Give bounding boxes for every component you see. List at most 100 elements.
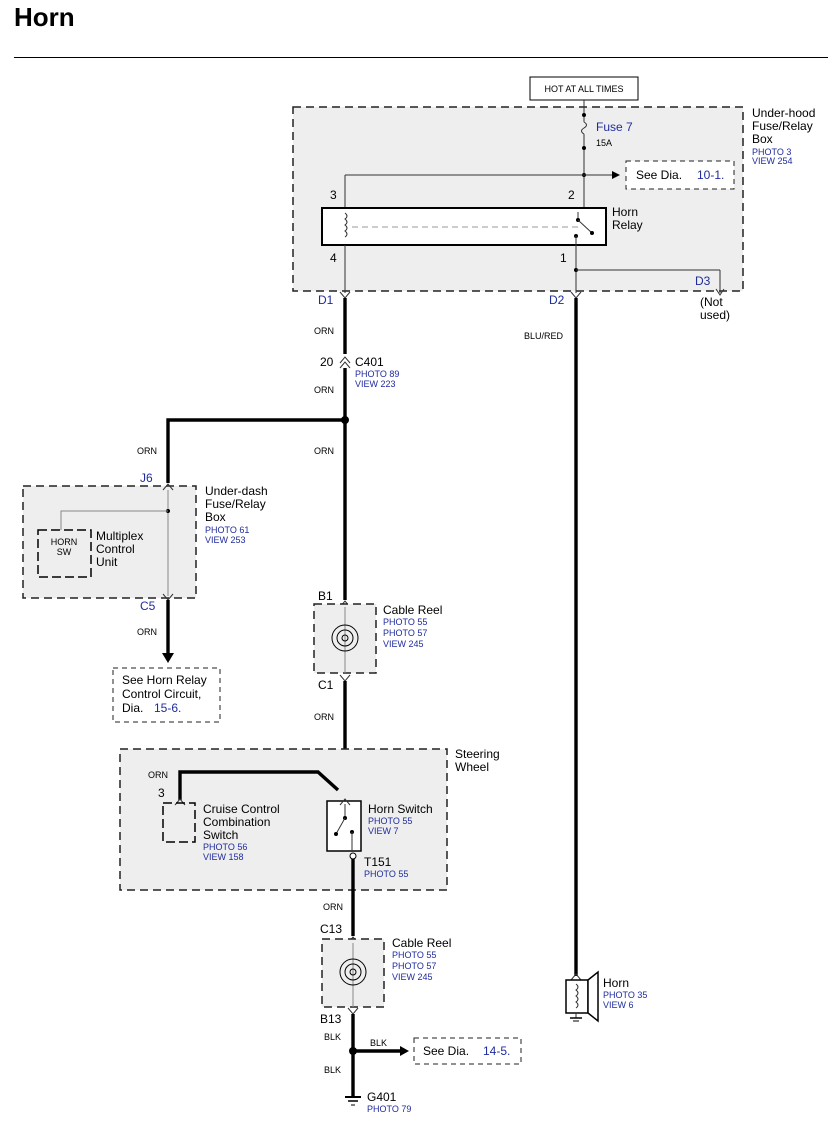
horn-switch-contact-icon <box>335 817 346 835</box>
wire-color-orn-1: ORN <box>314 326 334 336</box>
wire-color-orn-8: ORN <box>323 902 343 912</box>
c401-view: VIEW 223 <box>355 379 396 389</box>
cruise-control-switch <box>162 802 196 843</box>
see-horn-relay-box[interactable] <box>112 667 221 723</box>
c401-photo: PHOTO 89 <box>355 369 399 379</box>
relay-coil-icon <box>344 212 348 238</box>
connector-d2: D2 <box>549 293 565 307</box>
relay-contact-node-2 <box>590 231 594 235</box>
fuse-7-icon <box>581 121 587 135</box>
orn-wire-cruise <box>178 770 340 800</box>
see-horn-relay-line2: Control Circuit, <box>122 687 201 701</box>
title-rule <box>14 57 828 58</box>
connector-b13: B13 <box>320 1012 342 1026</box>
fuse-bottom-node <box>582 146 586 150</box>
connector-c5: C5 <box>140 599 156 613</box>
horn-photo: PHOTO 35 <box>603 990 647 1000</box>
relay-pin2: 2 <box>568 188 575 202</box>
connector-b1: B1 <box>318 589 333 603</box>
see-horn-relay-ref[interactable]: 15-6. <box>154 701 181 715</box>
horn-switch-photo: PHOTO 55 <box>368 816 412 826</box>
cruise-label-2: Combination <box>203 815 270 829</box>
connector-c1: C1 <box>318 678 334 692</box>
see-dia-top-prefix: See Dia. <box>636 168 682 182</box>
horn-view: VIEW 6 <box>603 1000 634 1010</box>
horn-switch-view: VIEW 7 <box>368 826 399 836</box>
orn-wire-branch <box>166 418 345 483</box>
underdash-view: VIEW 253 <box>205 535 246 545</box>
cable-reel-1-photo2: PHOTO 57 <box>383 628 427 638</box>
mcu-label-2: Control <box>96 542 135 556</box>
connector-j6: J6 <box>140 471 153 485</box>
underhood-box-photo: PHOTO 3 <box>752 147 791 157</box>
horn-sw-label-2: SW <box>57 547 72 557</box>
horn-icon <box>587 970 599 1023</box>
see-dia-top-ref[interactable]: 10-1. <box>697 168 724 182</box>
fuse-top-node <box>582 113 586 117</box>
cable-reel-2-coil-inner <box>344 963 362 981</box>
multiplex-control-unit <box>37 529 92 578</box>
wire-color-orn-4: ORN <box>314 446 334 456</box>
b13-connector-icon <box>347 1007 359 1015</box>
cruise-view: VIEW 158 <box>203 852 244 862</box>
cable-reel-1-coil-center <box>341 634 349 642</box>
wire-color-orn-2: ORN <box>314 385 334 395</box>
hot-label: HOT AT ALL TIMES <box>544 84 623 94</box>
t151-terminal-icon <box>349 852 357 860</box>
underhood-fuse-box <box>292 106 744 292</box>
wire-color-blu-red: BLU/RED <box>524 331 564 341</box>
see-dia-bottom-box[interactable] <box>413 1037 522 1065</box>
connector-d1: D1 <box>318 293 334 307</box>
arrow-right-icon-2 <box>400 1046 409 1056</box>
wire-color-blk-1: BLK <box>324 1032 341 1042</box>
wire-color-blk-2: BLK <box>370 1038 387 1048</box>
underdash-label-2: Fuse/Relay <box>205 497 266 511</box>
underhood-box-label-1: Under-hood <box>752 106 815 120</box>
connector-d3: D3 <box>695 274 711 288</box>
c401-connector-icon <box>339 356 351 364</box>
steering-label-1: Steering <box>455 747 500 761</box>
cable-reel-1-name: Cable Reel <box>383 603 442 617</box>
cable-reel-2-photo1: PHOTO 55 <box>392 950 436 960</box>
cable-reel-1-photo1: PHOTO 55 <box>383 617 427 627</box>
mcu-label-1: Multiplex <box>96 529 143 543</box>
horn-switch-connector-icon <box>339 798 351 806</box>
underdash-label-1: Under-dash <box>205 484 268 498</box>
see-dia-bottom-prefix: See Dia. <box>423 1044 469 1058</box>
cable-reel-1-coil-inner <box>336 629 354 647</box>
relay-pin3: 3 <box>330 188 337 202</box>
horn-sw-label-1: HORN <box>51 537 78 547</box>
cable-reel-2-view: VIEW 245 <box>392 972 433 982</box>
underdash-photo: PHOTO 61 <box>205 525 249 535</box>
wire-color-orn-3: ORN <box>137 446 157 456</box>
horn-switch <box>326 800 362 852</box>
arrow-down-icon <box>162 653 174 663</box>
horn-switch-name: Horn Switch <box>368 802 433 816</box>
cable-reel-1-view: VIEW 245 <box>383 639 424 649</box>
horn-connector-icon <box>570 973 582 981</box>
cable-reel-1-coil-icon <box>331 624 359 652</box>
see-dia-bottom-ref[interactable]: 14-5. <box>483 1044 510 1058</box>
see-horn-relay-line1: See Horn Relay <box>122 673 207 687</box>
cable-reel-2-photo2: PHOTO 57 <box>392 961 436 971</box>
horn-sw-wire <box>60 510 168 530</box>
horn-coil-icon <box>575 983 579 1009</box>
d3-connector-icon <box>715 288 725 296</box>
arrow-right-icon <box>612 171 620 179</box>
underhood-box-label-3: Box <box>752 132 773 146</box>
relay-pin4: 4 <box>330 251 337 265</box>
fuse-name: Fuse 7 <box>596 120 633 134</box>
ground-name: G401 <box>367 1090 397 1104</box>
t151-photo: PHOTO 55 <box>364 869 408 879</box>
underhood-box-label-2: Fuse/Relay <box>752 119 813 133</box>
underdash-label-3: Box <box>205 510 226 524</box>
see-dia-top-box[interactable] <box>625 160 735 190</box>
wire-color-blk-3: BLK <box>324 1065 341 1075</box>
c1-connector-icon <box>339 674 351 682</box>
relay-switch-icon <box>577 219 593 234</box>
c401-name: C401 <box>355 355 384 369</box>
underhood-box-view: VIEW 254 <box>752 156 793 166</box>
horn-relay-label-1: Horn <box>612 205 638 219</box>
horn-name: Horn <box>603 976 629 990</box>
